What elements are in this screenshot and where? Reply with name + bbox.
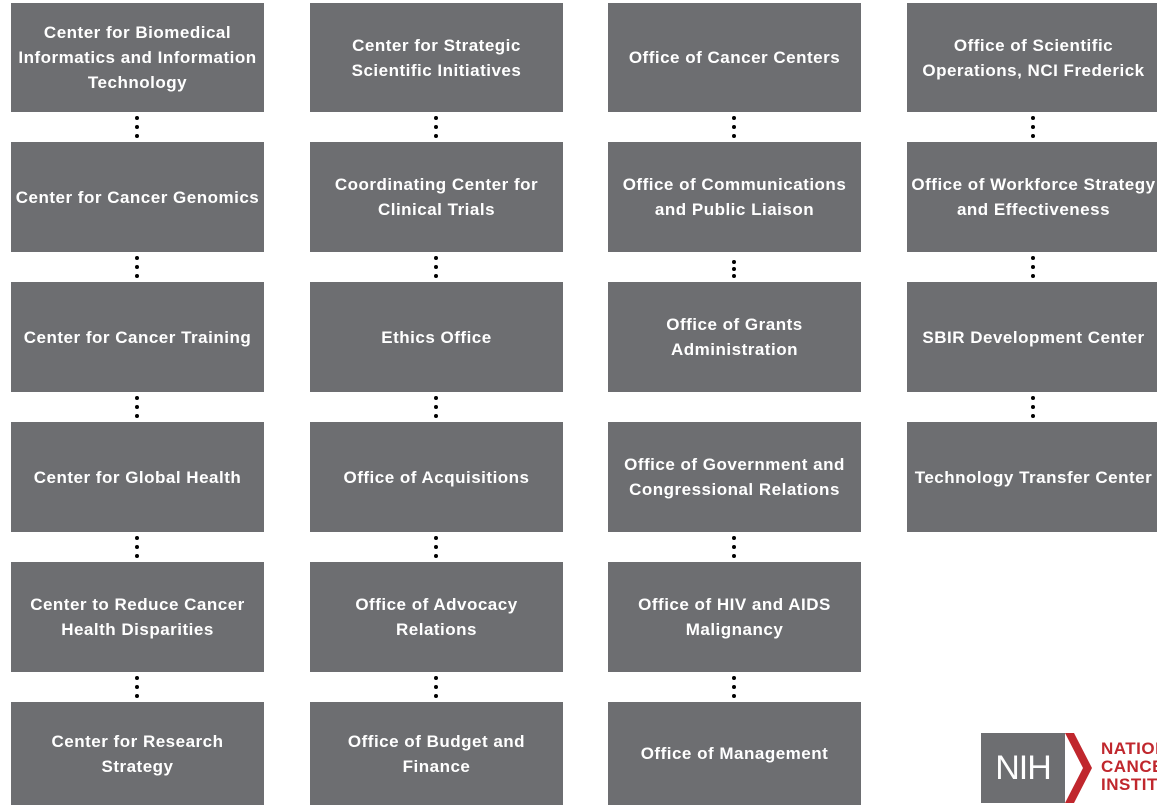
dotted-connector: [135, 116, 139, 138]
box-label: Office of Government and Congressional R…: [624, 455, 845, 499]
box-health-disparities: Center to Reduce Cancer Health Dispariti…: [11, 562, 264, 672]
box-biomedical-informatics: Center for Biomedical Informatics and In…: [11, 3, 264, 112]
box-label: Technology Transfer Center: [914, 467, 1153, 487]
box-label: Center for Research Strategy: [51, 731, 224, 776]
box-label: Coordinating Center for Clinical Trials: [334, 175, 539, 219]
box-label: Office of Scientific Operations, NCI Fre…: [922, 35, 1145, 80]
dotted-connector: [1031, 256, 1035, 278]
dotted-connector: [434, 676, 438, 698]
dotted-connector: [135, 396, 139, 418]
box-label: Office of Advocacy Relations: [355, 595, 518, 639]
box-label: Office of Cancer Centers: [628, 48, 841, 67]
box-cancer-training: Center for Cancer Training: [11, 282, 264, 392]
box-label: Center for Global Health: [33, 467, 242, 487]
box-label: Office of Budget and Finance: [347, 731, 526, 776]
box-hiv-aids: Office of HIV and AIDS Malignancy: [608, 562, 861, 672]
box-technology-transfer: Technology Transfer Center: [907, 422, 1157, 532]
box-acquisitions: Office of Acquisitions: [310, 422, 563, 532]
dotted-connector: [1031, 396, 1035, 418]
dotted-connector: [434, 396, 438, 418]
box-label: SBIR Development Center: [922, 327, 1145, 347]
box-label: Center to Reduce Cancer Health Dispariti…: [30, 595, 245, 639]
dotted-connector: [1031, 116, 1035, 138]
box-sbir-development: SBIR Development Center: [907, 282, 1157, 392]
box-scientific-operations: Office of Scientific Operations, NCI Fre…: [907, 3, 1157, 112]
box-budget-finance: Office of Budget and Finance: [310, 702, 563, 805]
box-ethics-office: Ethics Office: [310, 282, 563, 392]
box-communications: Office of Communications and Public Liai…: [608, 142, 861, 252]
nci-line-3: INSTITUTE: [1101, 775, 1157, 794]
box-label: Ethics Office: [381, 327, 492, 347]
box-advocacy-relations: Office of Advocacy Relations: [310, 562, 563, 672]
dotted-connector: [732, 536, 736, 558]
box-global-health: Center for Global Health: [11, 422, 264, 532]
nih-chevron-icon: [1065, 733, 1092, 803]
box-label: Center for Strategic Scientific Initiati…: [351, 35, 522, 80]
dotted-connector: [434, 116, 438, 138]
box-clinical-trials: Coordinating Center for Clinical Trials: [310, 142, 563, 252]
box-label: Office of Management: [640, 744, 829, 763]
box-grants-administration: Office of Grants Administration: [608, 282, 861, 392]
dotted-connector: [135, 256, 139, 278]
box-research-strategy: Center for Research Strategy: [11, 702, 264, 805]
box-label: Center for Biomedical Informatics and In…: [18, 23, 257, 92]
box-label: Office of Grants Administration: [666, 315, 803, 359]
nci-line-2: CANCER: [1101, 757, 1157, 776]
box-label: Office of Workforce Strategy and Effecti…: [911, 175, 1156, 219]
nih-logo-box: NIH: [981, 733, 1065, 803]
box-label: Center for Cancer Training: [23, 327, 252, 347]
dotted-connector: [135, 676, 139, 698]
dotted-connector: [434, 536, 438, 558]
dotted-connector: [732, 116, 736, 138]
box-government-relations: Office of Government and Congressional R…: [608, 422, 861, 532]
box-cancer-genomics: Center for Cancer Genomics: [11, 142, 264, 252]
nih-nci-logo: NIH NATIONAL CANCER INSTITUTE: [981, 733, 1157, 809]
box-label: Center for Cancer Genomics: [15, 187, 260, 207]
box-cancer-centers: Office of Cancer Centers: [608, 3, 861, 112]
box-strategic-scientific: Center for Strategic Scientific Initiati…: [310, 3, 563, 112]
dotted-connector: [135, 536, 139, 558]
nci-line-1: NATIONAL: [1101, 739, 1157, 758]
nih-logo-text: NIH: [995, 748, 1052, 787]
box-workforce-strategy: Office of Workforce Strategy and Effecti…: [907, 142, 1157, 252]
dotted-connector: [434, 256, 438, 278]
box-management: Office of Management: [608, 702, 861, 805]
dotted-connector: [732, 676, 736, 698]
nci-wordmark: NATIONAL CANCER INSTITUTE: [1101, 740, 1157, 794]
box-label: Office of Communications and Public Liai…: [622, 175, 847, 219]
box-label: Office of Acquisitions: [343, 467, 530, 487]
box-label: Office of HIV and AIDS Malignancy: [638, 595, 831, 639]
dotted-connector: [732, 260, 736, 278]
